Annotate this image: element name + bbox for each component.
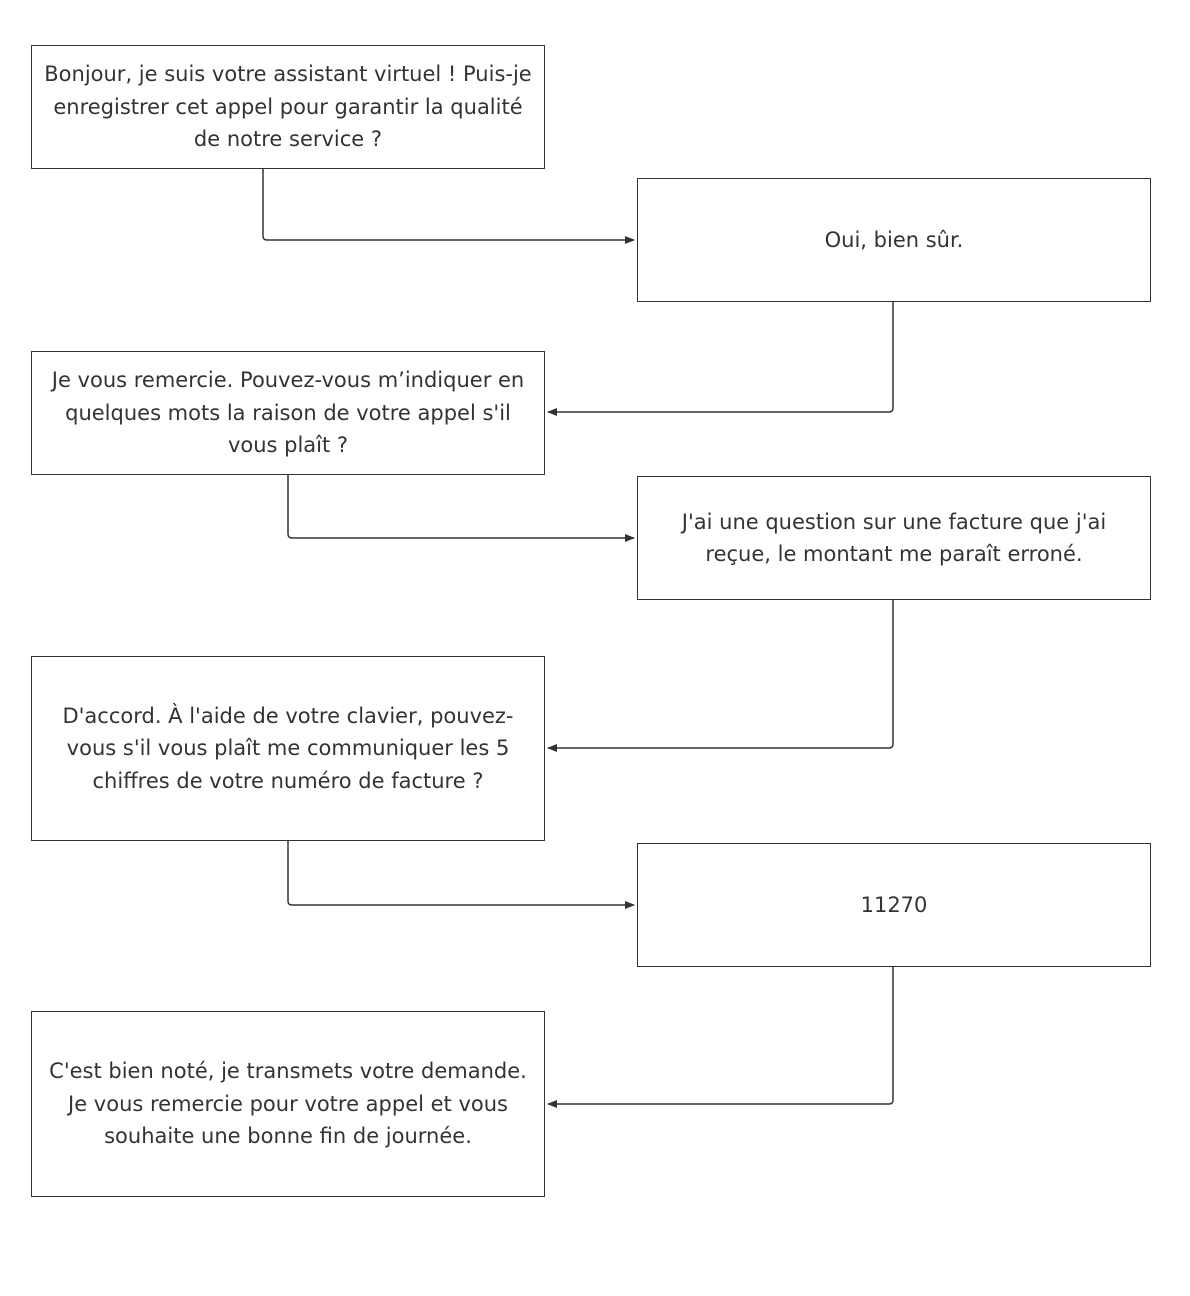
flow-box-assistant-ask-invoice: D'accord. À l'aide de votre clavier, pou… xyxy=(31,656,545,841)
flow-box-text: Bonjour, je suis votre assistant virtuel… xyxy=(44,62,532,152)
connector-5-to-6 xyxy=(287,841,635,909)
flow-box-caller-consent: Oui, bien sûr. xyxy=(637,178,1151,302)
flow-box-assistant-ask-reason: Je vous remercie. Pouvez-vous m’indiquer… xyxy=(31,351,545,475)
flow-box-text: D'accord. À l'aide de votre clavier, pou… xyxy=(62,703,514,793)
flow-box-text: 11270 xyxy=(860,892,928,917)
connector-4-to-5 xyxy=(547,600,894,752)
flow-box-text: Oui, bien sûr. xyxy=(824,227,964,252)
flow-box-text: J'ai une question sur une facture que j'… xyxy=(681,509,1107,567)
connector-2-to-3 xyxy=(547,302,894,416)
flow-box-caller-reason: J'ai une question sur une facture que j'… xyxy=(637,476,1151,600)
connector-3-to-4 xyxy=(287,475,635,542)
connector-6-to-7 xyxy=(547,967,894,1108)
flow-box-assistant-closing: C'est bien noté, je transmets votre dema… xyxy=(31,1011,545,1197)
flow-box-caller-invoice-number: 11270 xyxy=(637,843,1151,967)
flow-box-text: Je vous remercie. Pouvez-vous m’indiquer… xyxy=(51,368,525,458)
flow-box-assistant-greeting: Bonjour, je suis votre assistant virtuel… xyxy=(31,45,545,169)
flow-box-text: C'est bien noté, je transmets votre dema… xyxy=(49,1059,527,1149)
connector-1-to-2 xyxy=(262,169,635,244)
